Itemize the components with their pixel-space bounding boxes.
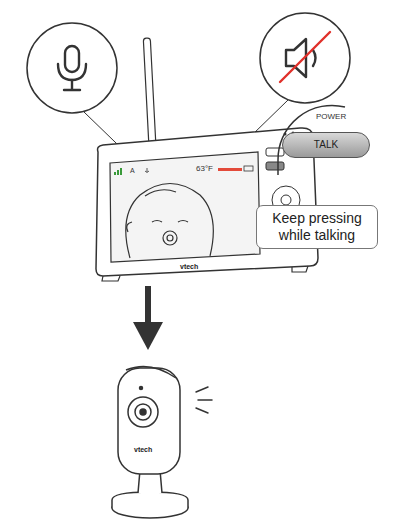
brand-logo: vtech: [134, 446, 152, 453]
nav-pad-center: [281, 195, 291, 205]
node-text: TALK: [314, 139, 338, 151]
arrow-head: [133, 322, 163, 350]
temperature: 63°F: [196, 164, 213, 173]
mute-slash: [280, 32, 330, 82]
sound-lines: [196, 387, 212, 413]
talk-button: TALK: [282, 132, 370, 158]
power-label: POWER: [316, 112, 346, 121]
speaker-callout: [260, 13, 350, 103]
mic-callout: [27, 23, 117, 113]
arrow-shaft: [145, 286, 151, 326]
talk-button-small: [266, 162, 284, 170]
sound-level-bar: [218, 168, 242, 171]
mic-indicator: [145, 168, 149, 173]
baby-face: [126, 184, 214, 259]
speaker-wave: [313, 50, 316, 66]
camera-id: A: [130, 167, 135, 174]
mic-icon: [58, 46, 86, 90]
antenna: [143, 38, 156, 148]
monitor-screen: [110, 152, 260, 262]
signal-icon: [114, 168, 122, 175]
battery-icon: [244, 166, 253, 171]
monitor-feet: [102, 266, 308, 281]
brand-logo: vtech: [180, 263, 198, 270]
node-text: Keep pressing while talking: [263, 210, 371, 244]
power-button: [266, 148, 284, 156]
camera: [112, 366, 188, 518]
instruction-box: Keep pressing while talking: [256, 205, 378, 249]
